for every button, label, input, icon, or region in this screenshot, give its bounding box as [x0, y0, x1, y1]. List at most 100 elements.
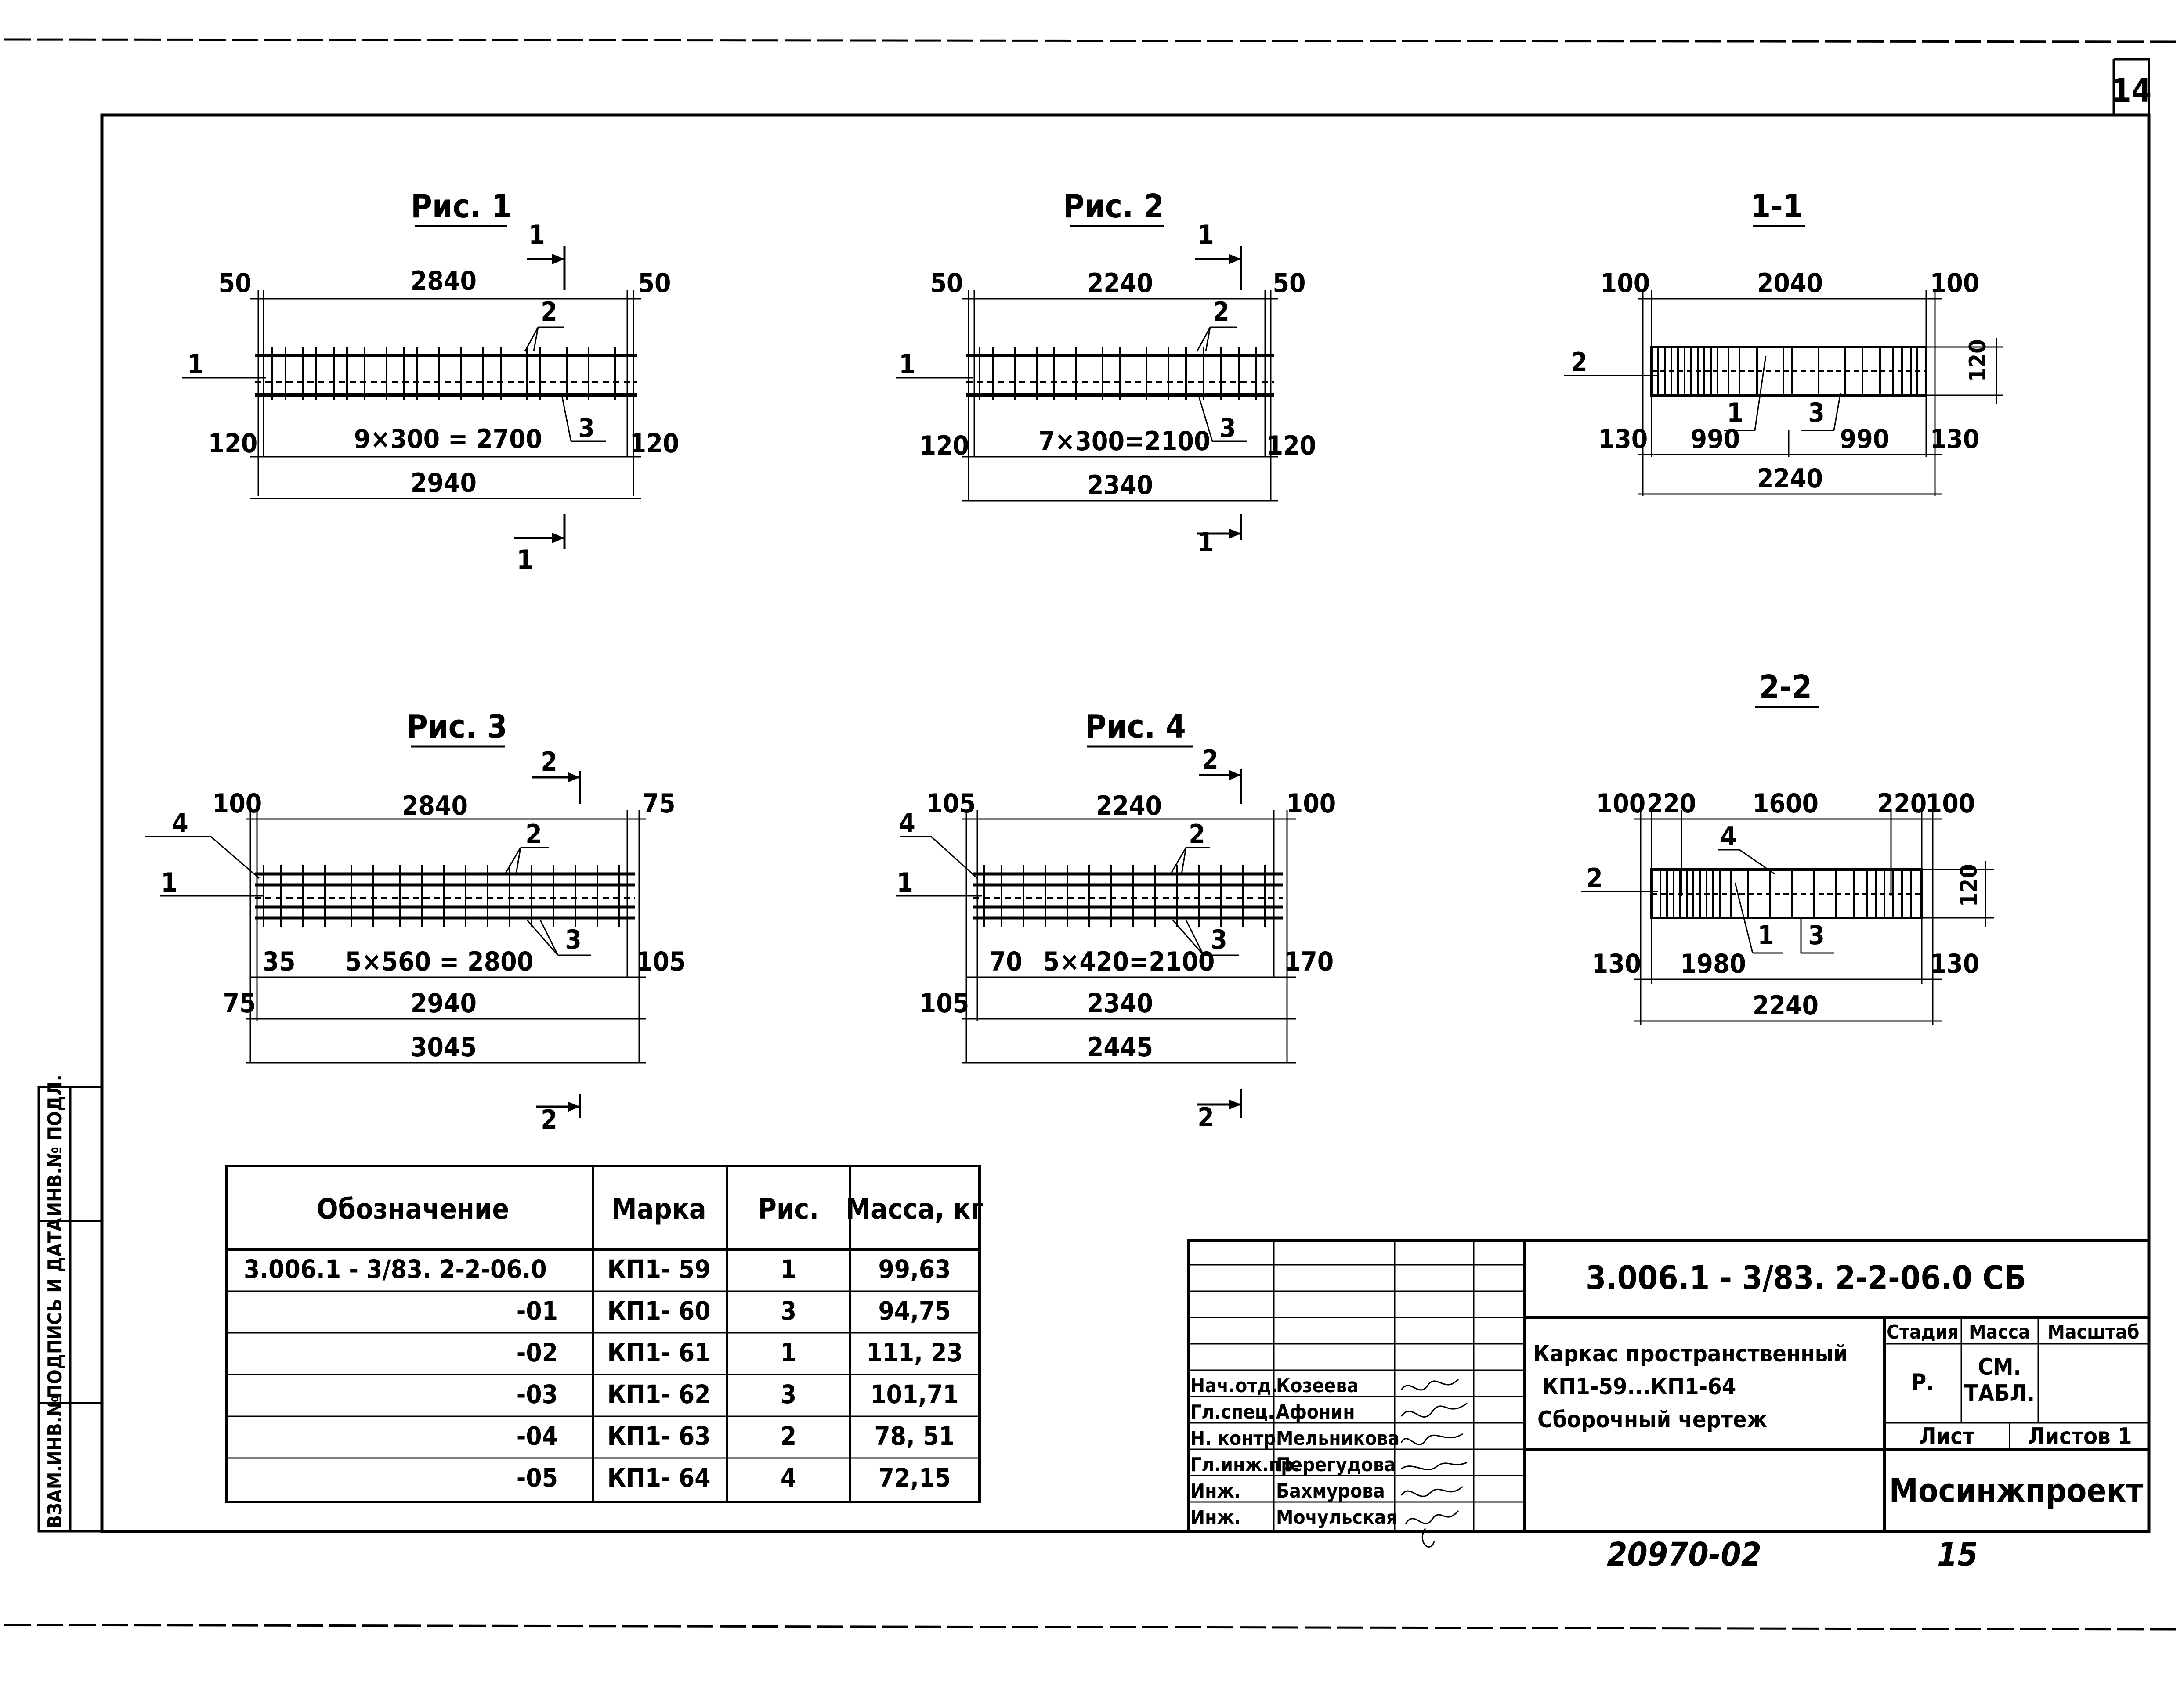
sec11-pos-b: 3: [1808, 397, 1825, 428]
tb-mass-value-2: ТАБЛ.: [1964, 1380, 2035, 1407]
sec22-pos-a: 1: [1757, 920, 1774, 951]
staff-row: Гл.спец. Афонин: [1190, 1401, 1355, 1423]
figure-4: Рис. 4 2 105 2240 100 4 1 2 3 70 5×420=2…: [896, 708, 1336, 1133]
fig1-title: Рис. 1: [411, 188, 512, 225]
sec22-length: 1600: [1753, 788, 1819, 819]
fig2-section-mark-bottom: 1: [1197, 527, 1214, 558]
staff-row: Инж. Бахмурова: [1190, 1480, 1385, 1502]
staff-name: Перегудова: [1276, 1454, 1396, 1476]
spec-cell-designation: -01: [517, 1296, 558, 1326]
fig2-overall: 2340: [1087, 470, 1153, 501]
spec-header-designation: Обозначение: [317, 1193, 510, 1226]
fig4-pitch: 5×420=2100: [1043, 946, 1215, 977]
staff-name: Бахмурова: [1276, 1480, 1385, 1502]
drawing-frame: [100, 113, 2151, 1533]
fig1-overall: 2940: [411, 468, 477, 498]
sec22-pos-long: 2: [1586, 863, 1603, 894]
side-stamp-orig-inv: ИНВ.№ ПОДЛ.: [44, 1075, 66, 1216]
spec-cell-designation: -05: [517, 1463, 558, 1493]
fig2-pos-long: 1: [899, 349, 915, 380]
fig4-pos-cross: 2: [1189, 819, 1205, 850]
fig4-bottom-left: 70: [989, 946, 1022, 977]
figure-3: Рис. 3 2 100 2840 75 4 1 2 3 35 5×560 = …: [145, 708, 686, 1135]
staff-name: Козеева: [1276, 1375, 1359, 1397]
sec22-dim-d: 100: [1926, 788, 1975, 819]
sec11-length: 2040: [1757, 268, 1823, 299]
spec-cell-figure: 4: [781, 1463, 796, 1493]
bottom-trim-line: [4, 1624, 2179, 1631]
table-row: -03 КП1- 62 3 101,71: [517, 1379, 959, 1409]
title-block: 3.006.1 - 3/83. 2-2-06.0 СБ Каркас прост…: [1187, 1239, 2149, 1548]
fig4-left-offset: 105: [920, 988, 969, 1019]
figure-2: Рис. 2 2240 50 50 1 1 1 2 3 120 7×300=21…: [896, 188, 1316, 558]
tb-scale-label: Масштаб: [2048, 1321, 2140, 1343]
fig4-left-end: 105: [926, 788, 976, 819]
sec11-title: 1-1: [1750, 188, 1803, 225]
staff-name: Афонин: [1276, 1401, 1355, 1423]
spec-header-figure: Рис.: [758, 1193, 819, 1226]
fig3-pos-cross: 2: [525, 819, 542, 850]
spec-cell-mark: КП1- 60: [607, 1296, 710, 1326]
fig2-right-end-label: 50: [1273, 268, 1305, 299]
fig3-bottom-left: 35: [262, 946, 295, 977]
fig3-overall2: 3045: [411, 1032, 477, 1063]
fig1-left-end-label: 50: [218, 268, 251, 299]
table-row: 3.006.1 - 3/83. 2-2-06.0 КП1- 59 1 99,63: [244, 1254, 951, 1284]
fig3-left-offset: 75: [223, 988, 256, 1019]
fig3-pos-end: 4: [172, 808, 188, 839]
fig4-title: Рис. 4: [1085, 708, 1186, 746]
fig3-overall: 2940: [411, 988, 477, 1019]
sec22-overall: 2240: [1753, 990, 1819, 1021]
spec-cell-mark: КП1- 64: [607, 1463, 710, 1493]
spec-cell-figure: 2: [781, 1421, 796, 1451]
fig3-left-end: 100: [213, 788, 262, 819]
fig4-pos-long: 1: [897, 867, 913, 898]
spec-cell-mark: КП1- 63: [607, 1421, 710, 1451]
sec22-dim-a: 100: [1596, 788, 1646, 819]
staff-role: Нач.отд.: [1190, 1375, 1278, 1397]
spec-cell-mass: 111, 23: [866, 1338, 963, 1368]
fig2-left-end-label: 50: [930, 268, 963, 299]
fig2-pos-under: 3: [1219, 413, 1236, 444]
sec11-pos-a: 1: [1727, 397, 1743, 428]
fig2-bottom-right: 120: [1267, 430, 1316, 461]
page-number-box: [2112, 58, 2150, 115]
tb-sheets-label: Листов 1: [2028, 1423, 2132, 1450]
sheet-page: 15: [1937, 1536, 1978, 1574]
tb-stage-value: Р.: [1911, 1369, 1934, 1396]
sec22-title: 2-2: [1759, 668, 1812, 706]
table-row: -05 КП1- 64 4 72,15: [517, 1463, 951, 1493]
spec-cell-figure: 1: [781, 1338, 796, 1368]
fig2-pitch: 7×300=2100: [1039, 426, 1211, 457]
fig1-pos-long: 1: [187, 349, 204, 380]
fig1-pos-under: 3: [578, 413, 595, 444]
tb-mass-label: Масса: [1969, 1321, 2030, 1343]
spec-cell-figure: 1: [781, 1254, 796, 1284]
spec-cell-mass: 78, 51: [874, 1421, 955, 1451]
staff-role: Н. контр.: [1190, 1427, 1283, 1450]
sec22-dim-b: 220: [1647, 788, 1696, 819]
spec-header-mass: Масса, кг: [846, 1193, 984, 1226]
figure-1: Рис. 1 2840 50 50 1 1 1 2 3 120 9×300 = …: [182, 188, 679, 575]
spec-header-mark: Марка: [611, 1193, 706, 1226]
fig1-section-mark-bottom: 1: [517, 545, 533, 575]
spec-cell-designation: -04: [517, 1421, 558, 1451]
fig4-section-mark-bottom: 2: [1197, 1102, 1214, 1133]
tb-name-line2: КП1-59...КП1-64: [1542, 1374, 1736, 1400]
signatures: [1400, 1379, 1468, 1548]
staff-role: Инж.: [1190, 1506, 1241, 1529]
staff-row: Гл.инж.пр. Перегудова: [1190, 1454, 1396, 1476]
section-1-1: 1-1 100 2040 100 2 120 1 3 130 990 990 1…: [1564, 188, 2003, 496]
fig3-title: Рис. 3: [406, 708, 507, 746]
sec11-overall: 2240: [1757, 463, 1823, 494]
fig3-pitch: 5×560 = 2800: [345, 946, 534, 977]
staff-role: Инж.: [1190, 1480, 1241, 1502]
section-2-2: 2-2 100 220 1600 220 100 4 2 120 1 3 130…: [1581, 668, 1994, 1025]
sec11-pos-long: 2: [1571, 347, 1587, 378]
fig4-overall: 2340: [1087, 988, 1153, 1019]
sec22-pos-b: 3: [1808, 920, 1825, 951]
fig2-bottom-left: 120: [920, 430, 969, 461]
page-number: 14: [2111, 72, 2152, 110]
tb-designation: 3.006.1 - 3/83. 2-2-06.0 СБ: [1586, 1259, 2026, 1297]
tb-mass-value-1: СМ.: [1978, 1354, 2021, 1380]
